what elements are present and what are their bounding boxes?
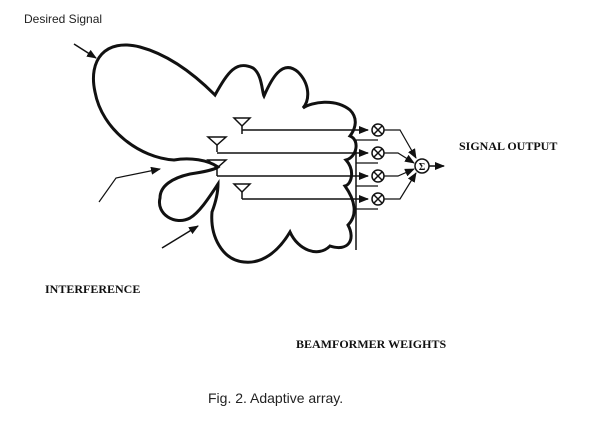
multiplier-1 (371, 123, 385, 137)
beamformer-weights-label: BEAMFORMER WEIGHTS (296, 337, 446, 351)
multiplier-2 (371, 146, 385, 160)
interference-arrow-2 (161, 225, 199, 249)
antenna-2 (206, 136, 228, 152)
antenna-1 (232, 117, 252, 134)
desired-signal-arrow (73, 43, 97, 59)
sum-line-4 (384, 172, 417, 200)
summer-symbol: Σ (419, 162, 426, 173)
sum-line-3 (384, 168, 415, 177)
sum-line-2 (384, 152, 415, 164)
signal-output-label: SIGNAL OUTPUT (459, 139, 557, 153)
beam-pattern (92, 43, 358, 264)
multiplier-3 (371, 169, 385, 183)
antenna-3 (206, 159, 228, 176)
sum-line-1 (384, 129, 417, 159)
interference-label: INTERFERENCE (45, 282, 140, 296)
interference-arrow-1 (98, 166, 161, 203)
figure-caption: Fig. 2. Adaptive array. (208, 390, 343, 406)
multiplier-4 (371, 192, 385, 206)
antenna-4 (232, 183, 252, 199)
desired-signal-label: Desired Signal (24, 12, 102, 26)
